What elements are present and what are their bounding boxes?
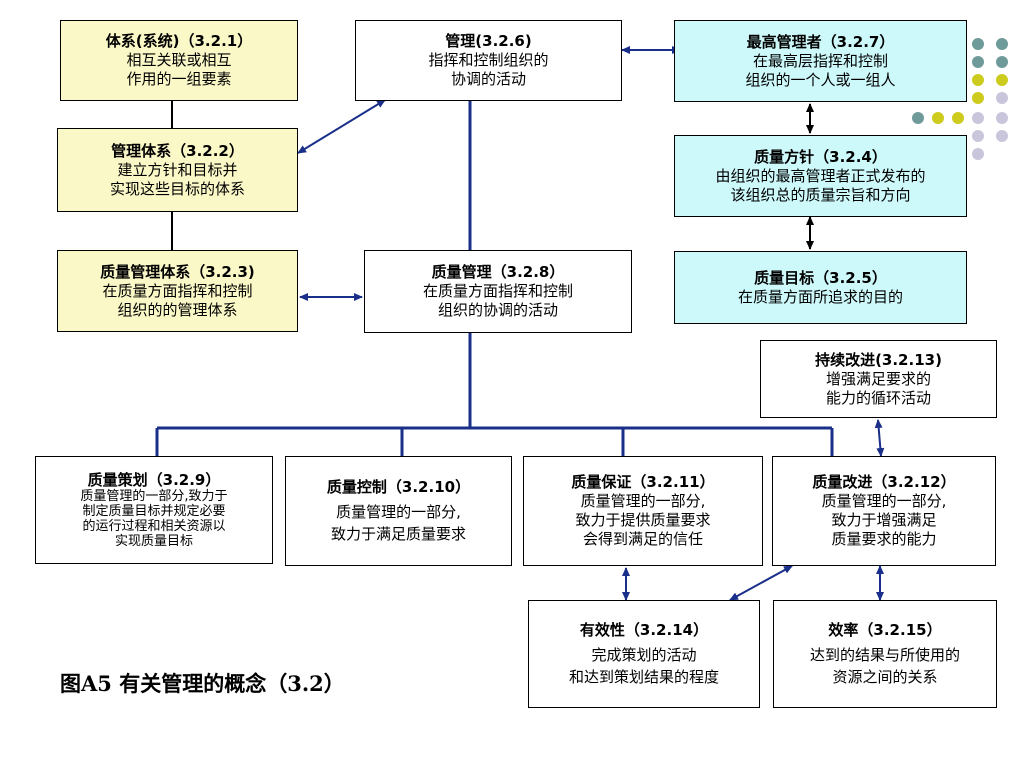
arrow-mgmt-mgmtsystem	[297, 99, 386, 154]
box-line: 致力于满足质量要求	[330, 525, 466, 543]
box-title: 效率（3.2.15）	[828, 621, 942, 639]
box-line: 致力于增强满足	[831, 511, 937, 529]
box-line: 实现这些目标的体系	[109, 179, 245, 198]
box-title: 质量目标（3.2.5）	[754, 268, 887, 287]
box-line: 由组织的最高管理者正式发布的	[715, 166, 926, 185]
box-title: 质量保证（3.2.11）	[571, 473, 715, 491]
deco-dot	[972, 74, 984, 86]
deco-dot	[972, 38, 984, 50]
concept-box-quality-policy: 质量方针（3.2.4） 由组织的最高管理者正式发布的 该组织总的质量宗旨和方向	[674, 135, 967, 217]
box-line: 质量管理的一部分,致力于	[80, 489, 228, 504]
concept-box-system: 体系(系统)（3.2.1） 相互关联或相互 作用的一组要素	[60, 20, 298, 101]
deco-dot	[996, 130, 1008, 142]
deco-dot	[972, 148, 984, 160]
box-line: 协调的活动	[450, 70, 526, 88]
box-line: 制定质量目标并规定必要	[82, 504, 226, 519]
deco-dot	[996, 92, 1008, 104]
arrow-continual-improvement	[874, 419, 885, 457]
box-line: 达到的结果与所使用的	[809, 646, 960, 664]
box-line: 组织的的管理体系	[117, 300, 238, 319]
deco-dot	[912, 112, 924, 124]
box-line: 相互关联或相互	[126, 51, 232, 69]
box-title: 质量管理体系（3.2.3)	[100, 262, 255, 281]
box-line: 在最高层指挥和控制	[752, 51, 888, 70]
box-line: 资源之间的关系	[832, 668, 938, 686]
concept-box-quality-planning: 质量策划（3.2.9） 质量管理的一部分,致力于 制定质量目标并规定必要 的运行…	[35, 456, 273, 564]
concept-box-quality-control: 质量控制（3.2.10） 质量管理的一部分, 致力于满足质量要求	[285, 456, 512, 566]
concept-box-management-system: 管理体系（3.2.2） 建立方针和目标并 实现这些目标的体系	[57, 128, 298, 212]
arrow-improvement-effectiveness	[729, 565, 793, 601]
box-line: 的运行过程和相关资源以	[82, 519, 226, 534]
concept-box-qms: 质量管理体系（3.2.3) 在质量方面指挥和控制 组织的的管理体系	[57, 250, 298, 332]
concept-box-quality-objective: 质量目标（3.2.5） 在质量方面所追求的目的	[674, 251, 967, 324]
box-title: 管理体系（3.2.2）	[111, 141, 244, 160]
box-line: 实现质量目标	[114, 534, 193, 549]
box-title: 管理(3.2.6)	[445, 32, 532, 50]
concept-box-quality-management: 质量管理（3.2.8） 在质量方面指挥和控制 组织的协调的活动	[364, 250, 632, 333]
box-title: 质量策划（3.2.9）	[87, 471, 221, 489]
deco-dot	[952, 112, 964, 124]
concept-box-top-management: 最高管理者（3.2.7） 在最高层指挥和控制 组织的一个人或一组人	[674, 20, 967, 102]
box-title: 有效性（3.2.14）	[579, 621, 709, 639]
box-line: 完成策划的活动	[591, 646, 697, 664]
box-line: 在质量方面指挥和控制	[102, 281, 253, 300]
concept-box-effectiveness: 有效性（3.2.14） 完成策划的活动 和达到策划结果的程度	[528, 600, 760, 708]
deco-dot	[972, 130, 984, 142]
concept-box-quality-improvement: 质量改进（3.2.12） 质量管理的一部分, 致力于增强满足 质量要求的能力	[772, 456, 996, 566]
deco-dot	[972, 56, 984, 68]
deco-dot	[932, 112, 944, 124]
concept-box-continual-improvement: 持续改进(3.2.13) 增强满足要求的 能力的循环活动	[760, 340, 997, 418]
box-line: 建立方针和目标并	[117, 160, 238, 179]
box-line: 该组织总的质量宗旨和方向	[730, 185, 911, 204]
deco-dot	[996, 38, 1008, 50]
box-line: 在质量方面指挥和控制	[422, 282, 573, 300]
concept-box-efficiency: 效率（3.2.15） 达到的结果与所使用的 资源之间的关系	[773, 600, 997, 708]
deco-dot	[972, 112, 984, 124]
deco-dot	[972, 92, 984, 104]
box-line: 能力的循环活动	[825, 388, 931, 407]
box-title: 质量方针（3.2.4）	[754, 147, 887, 166]
box-line: 作用的一组要素	[126, 70, 232, 88]
box-line: 指挥和控制组织的	[428, 51, 549, 69]
box-line: 质量管理的一部分,	[580, 492, 706, 510]
deco-dot	[996, 74, 1008, 86]
box-line: 致力于提供质量要求	[575, 511, 711, 529]
box-title: 质量改进（3.2.12）	[812, 473, 956, 491]
box-title: 质量管理（3.2.8）	[431, 263, 565, 281]
deco-dot	[996, 112, 1008, 124]
box-title: 体系(系统)（3.2.1）	[105, 32, 253, 50]
figure-caption: 图A5 有关管理的概念（3.2）	[60, 671, 345, 696]
deco-dot	[996, 56, 1008, 68]
box-line: 增强满足要求的	[825, 369, 931, 388]
box-title: 最高管理者（3.2.7）	[746, 32, 895, 51]
box-line: 会得到满足的信任	[582, 530, 703, 548]
box-line: 和达到策划结果的程度	[568, 668, 719, 686]
box-line: 组织的协调的活动	[437, 301, 558, 319]
box-line: 组织的一个人或一组人	[745, 70, 896, 89]
box-title: 持续改进(3.2.13)	[815, 350, 942, 369]
box-title: 质量控制（3.2.10）	[326, 478, 471, 496]
box-line: 在质量方面所追求的目的	[737, 287, 903, 306]
box-line: 质量要求的能力	[831, 530, 937, 548]
box-line: 质量管理的一部分,	[336, 503, 461, 521]
box-line: 质量管理的一部分,	[821, 492, 947, 510]
concept-box-quality-assurance: 质量保证（3.2.11） 质量管理的一部分, 致力于提供质量要求 会得到满足的信…	[523, 456, 763, 566]
concept-box-management: 管理(3.2.6) 指挥和控制组织的 协调的活动	[355, 20, 622, 101]
